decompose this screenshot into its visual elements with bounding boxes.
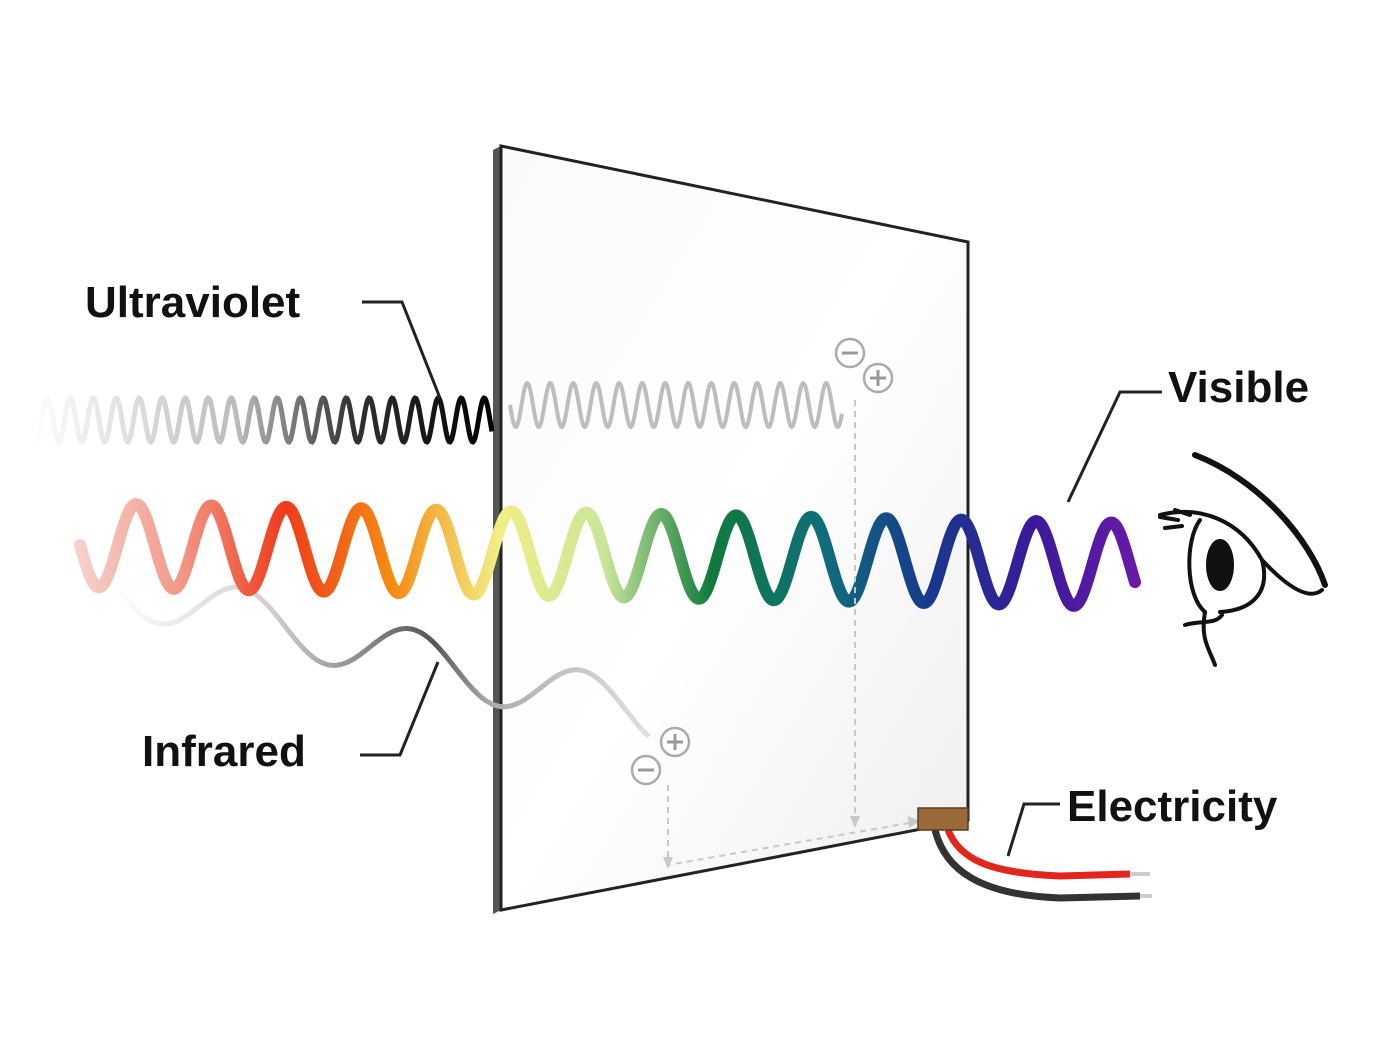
electricity-leader bbox=[1006, 802, 1060, 857]
charges bbox=[630, 337, 894, 786]
visible-label: Visible bbox=[1168, 363, 1310, 412]
connector-box bbox=[917, 807, 969, 831]
red-wire bbox=[944, 828, 1131, 880]
black-wire bbox=[931, 829, 1141, 902]
ultraviolet-wave-through-panel bbox=[508, 380, 844, 430]
arrowheads bbox=[663, 816, 920, 869]
electricity-label: Electricity bbox=[1067, 782, 1278, 831]
visible-leader bbox=[1066, 390, 1162, 503]
eye-icon bbox=[1158, 452, 1328, 667]
infrared-leader bbox=[360, 661, 440, 757]
infrared-label: Infrared bbox=[142, 727, 306, 776]
infrared-wave bbox=[113, 583, 651, 739]
ultraviolet-label: Ultraviolet bbox=[85, 278, 301, 327]
electrical-connector bbox=[917, 807, 1152, 902]
ultraviolet-leader bbox=[362, 300, 442, 399]
visible-wave bbox=[74, 498, 1141, 612]
ultraviolet-wave bbox=[27, 395, 495, 445]
leader-lines bbox=[360, 300, 1162, 857]
